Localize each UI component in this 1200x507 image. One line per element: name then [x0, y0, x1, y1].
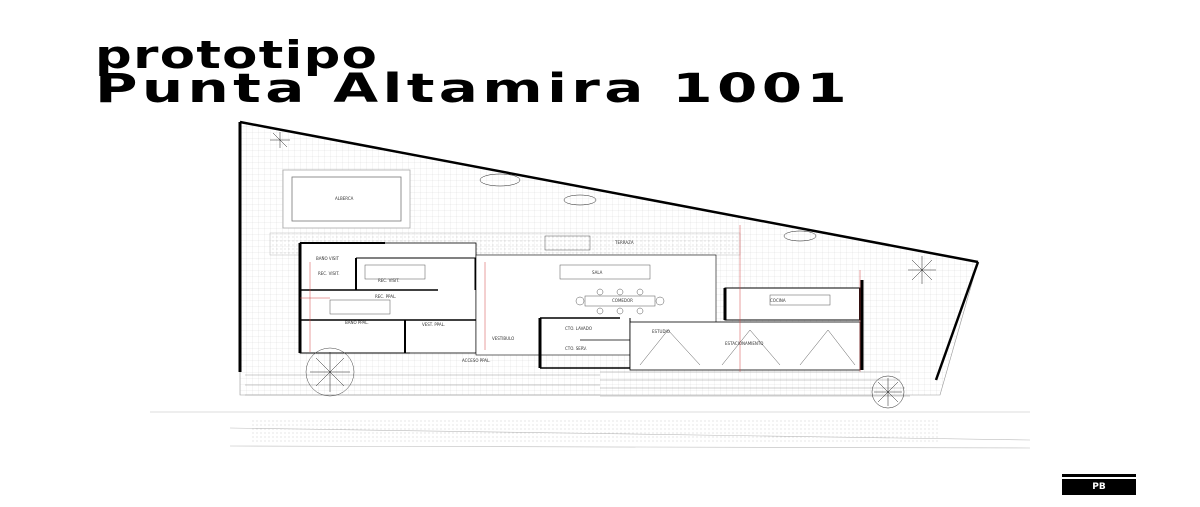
svg-text:ESTACIONAMIENTO: ESTACIONAMIENTO — [725, 341, 763, 346]
floor-level-badge: PB — [1062, 474, 1136, 495]
front-steps — [245, 371, 910, 397]
svg-text:CTO. SERV.: CTO. SERV. — [565, 346, 587, 351]
svg-text:ESTUDIO: ESTUDIO — [652, 329, 670, 334]
svg-text:REC. PPAL.: REC. PPAL. — [375, 294, 396, 299]
title-prototipo: prototipo — [95, 33, 379, 77]
svg-text:COMEDOR: COMEDOR — [612, 298, 633, 303]
house-walls — [298, 242, 864, 371]
trees — [270, 132, 936, 409]
furniture — [329, 235, 831, 315]
svg-text:BAÑO PPAL.: BAÑO PPAL. — [345, 320, 369, 325]
svg-text:ACCESO PPAL.: ACCESO PPAL. — [462, 358, 491, 363]
room-labels: BAÑO VISIT REC. VISIT. REC. VISIT. REC. … — [316, 256, 786, 363]
title-block: prototipo Punta Altamira 1001 — [95, 36, 847, 109]
dimension-lines — [300, 225, 861, 372]
svg-text:VESTIBULO: VESTIBULO — [492, 336, 514, 341]
pool: ALBERCA — [282, 169, 411, 229]
street-lines — [150, 411, 1031, 449]
room-label: ALBERCA — [335, 196, 354, 201]
room-label: TERRAZA — [614, 240, 634, 245]
svg-text:REC. VISIT.: REC. VISIT. — [318, 271, 340, 276]
svg-text:BAÑO VISIT: BAÑO VISIT — [316, 256, 340, 261]
svg-text:COCINA: COCINA — [770, 298, 786, 303]
svg-text:CTO. LAVADO: CTO. LAVADO — [565, 326, 592, 331]
svg-text:SALA: SALA — [592, 270, 603, 275]
title-project-name: Punta Altamira 1001 — [95, 66, 852, 112]
svg-text:VEST. PPAL.: VEST. PPAL. — [422, 322, 445, 327]
svg-text:REC. VISIT.: REC. VISIT. — [378, 278, 400, 283]
